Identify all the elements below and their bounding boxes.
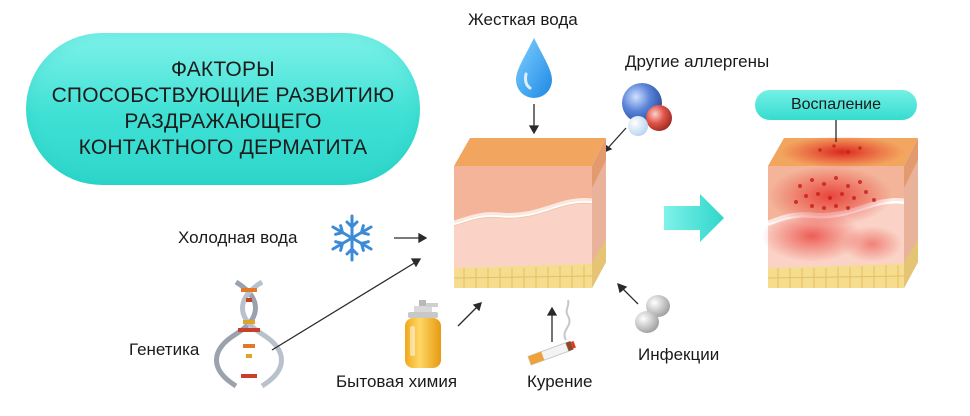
soap-bottle-icon xyxy=(405,300,441,368)
arrow-smoking xyxy=(548,308,556,342)
snowflake-icon xyxy=(330,216,373,260)
transition-arrow-icon xyxy=(664,194,724,242)
arrow-hard-water xyxy=(530,104,538,133)
dna-helix-icon xyxy=(217,282,282,386)
arrow-chemicals xyxy=(458,303,481,326)
arrow-allergens xyxy=(604,128,626,152)
arrow-cold-water xyxy=(394,234,426,242)
bacteria-icon xyxy=(635,295,670,333)
skin-block-healthy xyxy=(454,138,606,288)
allergen-molecules-icon xyxy=(622,83,672,136)
arrow-genetics xyxy=(272,259,420,350)
skin-block-inflamed xyxy=(762,120,918,288)
arrow-infections xyxy=(618,284,638,304)
water-drop-icon xyxy=(516,38,552,98)
